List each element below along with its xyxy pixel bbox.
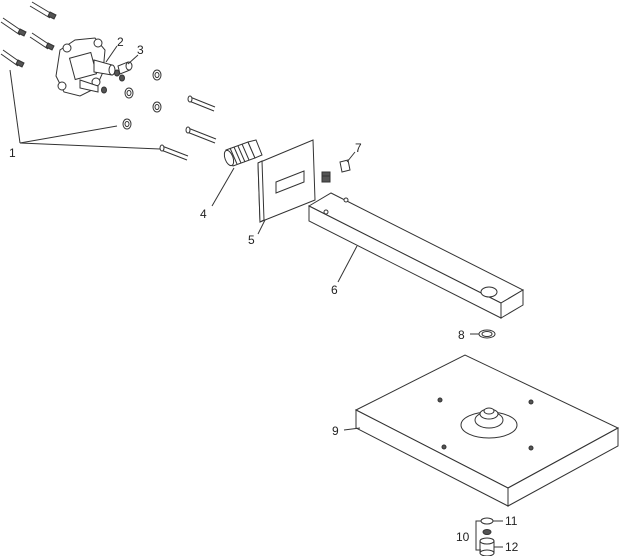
label-11: 11	[505, 514, 518, 528]
screw-mid-2	[185, 126, 217, 144]
label-8: 8	[458, 328, 465, 342]
wall-plug-3	[152, 101, 162, 113]
nozzle-assembly	[475, 517, 503, 556]
wall-rosette	[257, 139, 316, 235]
wall-plug-4	[122, 118, 132, 130]
leader-1a	[9, 69, 21, 144]
screw-mid-1	[187, 95, 216, 112]
screw-top-4	[0, 49, 25, 68]
leader-10	[475, 520, 481, 551]
label-4: 4	[200, 207, 207, 221]
label-9: 9	[332, 424, 339, 438]
leader-9	[343, 427, 361, 431]
wall-plug-2	[124, 87, 134, 99]
leader-1c	[19, 142, 161, 150]
screw-top-1	[29, 1, 57, 20]
label-12: 12	[505, 540, 519, 554]
leader-1b	[19, 125, 118, 144]
grub-screw	[321, 151, 356, 183]
screw-top-3	[29, 32, 55, 51]
screw-mid-3	[159, 144, 189, 161]
leader-7	[346, 151, 356, 163]
label-6: 6	[331, 283, 338, 297]
shower-arm	[307, 192, 525, 319]
leader-6	[337, 245, 358, 283]
leader-3	[127, 54, 139, 65]
label-1: 1	[9, 146, 16, 160]
label-2: 2	[117, 35, 124, 49]
threaded-connector	[211, 139, 263, 207]
leader-5	[257, 219, 266, 235]
leader-4	[211, 167, 235, 207]
shower-plate	[343, 354, 620, 507]
leader-2	[105, 45, 118, 63]
label-10: 10	[456, 530, 470, 544]
wall-plug-1	[152, 69, 162, 81]
screws-and-plugs	[0, 1, 217, 161]
label-7: 7	[355, 141, 362, 155]
small-fitting	[117, 54, 139, 82]
o-ring	[470, 329, 496, 339]
label-5: 5	[248, 233, 255, 247]
label-3: 3	[137, 43, 144, 57]
mounting-bracket	[55, 37, 120, 97]
screw-top-2	[0, 17, 27, 37]
